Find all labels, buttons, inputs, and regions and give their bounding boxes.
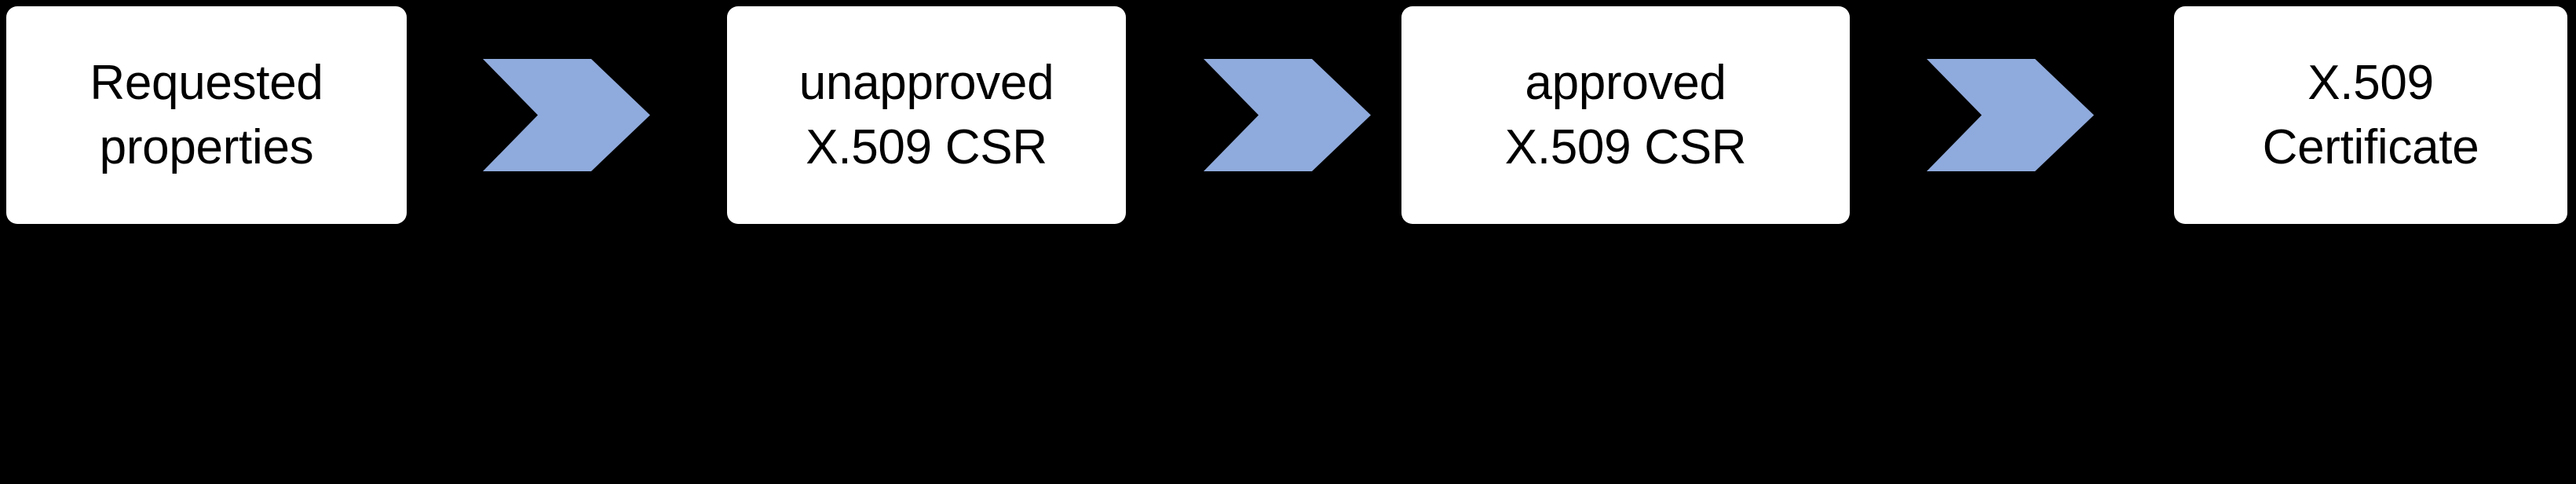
flow-arrow-1 bbox=[483, 0, 650, 230]
gap-spacer-5 bbox=[1850, 0, 1927, 1]
gap-spacer-2 bbox=[650, 0, 727, 1]
process-node-requested-properties[interactable]: Requested properties bbox=[6, 6, 407, 224]
chevron-right-arrow-icon bbox=[1927, 59, 2094, 171]
gap-spacer-6 bbox=[2094, 0, 2174, 1]
node-label-line1: unapproved bbox=[798, 55, 1054, 110]
flow-arrow-2 bbox=[1204, 0, 1371, 230]
node-label-line2: Certificate bbox=[2262, 119, 2479, 174]
node-label-line2: X.509 CSR bbox=[1504, 119, 1747, 174]
gap-spacer-4 bbox=[1371, 0, 1401, 1]
process-node-x509-certificate[interactable]: X.509 Certificate bbox=[2174, 6, 2567, 224]
node-label-line1: X.509 bbox=[2307, 55, 2434, 110]
process-node-approved-csr[interactable]: approved X.509 CSR bbox=[1401, 6, 1850, 224]
gap-spacer-3 bbox=[1126, 0, 1204, 1]
node-label-line2: X.509 CSR bbox=[806, 119, 1047, 174]
process-flow: Requested properties unapproved X.509 CS… bbox=[0, 0, 2576, 230]
node-label-line1: approved bbox=[1525, 55, 1726, 110]
left-margin-spacer bbox=[0, 0, 6, 1]
node-label-line1: Requested bbox=[90, 55, 323, 110]
chevron-right-arrow-icon bbox=[483, 59, 650, 171]
chevron-right-arrow-icon bbox=[1204, 59, 1371, 171]
node-label-line2: properties bbox=[99, 119, 314, 174]
process-node-unapproved-csr[interactable]: unapproved X.509 CSR bbox=[727, 6, 1126, 224]
flow-arrow-3 bbox=[1927, 0, 2094, 230]
gap-spacer-1 bbox=[407, 0, 483, 1]
